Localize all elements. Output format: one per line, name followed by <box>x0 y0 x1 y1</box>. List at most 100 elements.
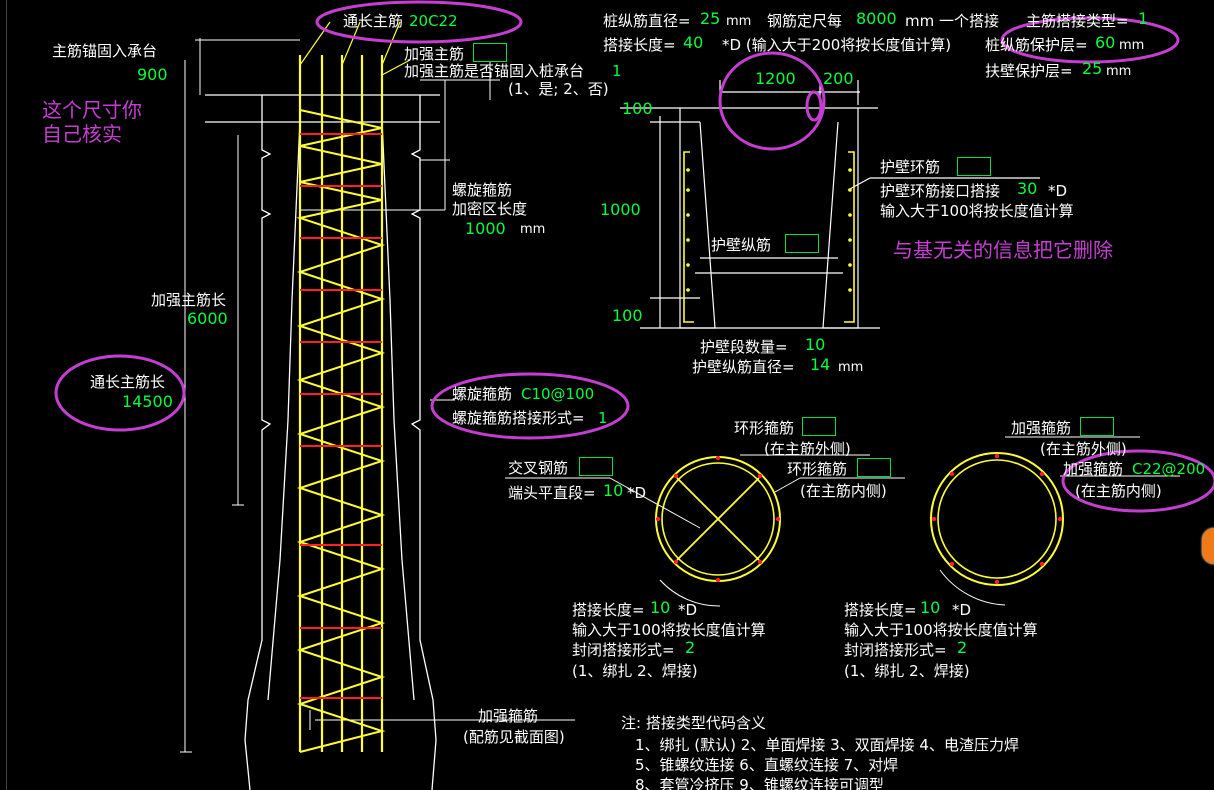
section1-ring-bar-inner-input[interactable] <box>857 458 891 477</box>
wall-long-bar-input[interactable] <box>785 234 819 253</box>
wall-ring-bar-input[interactable] <box>957 157 991 176</box>
lap-type-notes-line-3: 8、套管冷挤压 9、锥螺纹连接可调型 <box>635 776 884 790</box>
section1-lap-note: 输入大于100将按长度值计算 <box>572 621 766 639</box>
section2-lap-unit: *D <box>952 601 972 619</box>
spiral-dense-value[interactable]: 1000 <box>465 219 506 238</box>
wall-long-bar-dia-label: 护壁纵筋直径= <box>692 358 795 376</box>
spiral-lap-form-value[interactable]: 1 <box>598 409 608 427</box>
wall-cover-unit: mm <box>1106 64 1132 79</box>
section2-lap-length-label: 搭接长度= <box>844 601 917 619</box>
cover-label: 桩纵筋保护层= <box>985 36 1088 54</box>
section1-closed-form-value[interactable]: 2 <box>685 638 696 657</box>
cover-value[interactable]: 60 <box>1095 33 1116 52</box>
spiral-stirrup <box>296 109 386 753</box>
spiral-dense-label-1: 螺旋箍筋 <box>452 181 513 199</box>
wall-dim-1000[interactable]: 1000 <box>600 200 641 219</box>
section1-end-straight-unit: *D <box>627 484 647 502</box>
lap-type-label: 主筋搭接类型= <box>1026 12 1129 30</box>
bar-length-prefix: 钢筋定尺每 <box>767 12 843 30</box>
spiral-lap-form-label: 螺旋箍筋搭接形式= <box>452 409 585 427</box>
section1-cross-bar-label: 交叉钢筋 <box>508 459 569 477</box>
spiral-stirrup-value[interactable]: C10@100 <box>521 385 595 403</box>
reinforce-stirrup-label: 加强箍筋 <box>478 707 539 725</box>
section2-reinforce-inner-value[interactable]: C22@200 <box>1132 460 1206 478</box>
full-main-bar-value[interactable]: 20C22 <box>409 12 458 30</box>
section1-ring-bar-label: 环形箍筋 <box>734 419 795 437</box>
lap-length-label: 搭接长度= <box>603 36 676 54</box>
wall-dim-100-bottom[interactable]: 100 <box>612 306 643 325</box>
reinforce-length-value[interactable]: 6000 <box>187 309 228 328</box>
full-length-label: 通长主筋长 <box>90 373 166 391</box>
wall-segment-count-value[interactable]: 10 <box>805 335 826 354</box>
section-2-bars <box>931 453 1063 585</box>
wall-segment-count-label: 护壁段数量= <box>700 338 788 356</box>
section2-closed-form-label: 封闭搭接形式= <box>844 641 947 659</box>
note-check-dimension-2: 自己核实 <box>42 122 122 146</box>
section-1-bars <box>655 455 781 583</box>
wall-long-bar-label: 护壁纵筋 <box>711 236 772 254</box>
section1-lap-unit: *D <box>678 601 698 619</box>
wall-ring-lap-note: 输入大于100将按长度值计算 <box>880 202 1074 220</box>
bar-length-value[interactable]: 8000 <box>856 9 897 28</box>
section-2 <box>930 436 1180 606</box>
section1-end-straight-label: 端头平直段= <box>508 484 596 502</box>
full-length-value[interactable]: 14500 <box>122 392 173 411</box>
lap-type-notes-line-1: 1、绑扎 (默认) 2、单面焊接 3、双面焊接 4、电渣压力焊 <box>635 736 1019 754</box>
section1-ring-inside: (在主筋内侧) <box>800 482 887 500</box>
reinforce-stirrups <box>300 133 382 699</box>
lap-length-note: *D (输入大于200将按长度值计算) <box>722 36 952 54</box>
wall-dim-100-top[interactable]: 100 <box>622 99 653 118</box>
reinforce-anchor-value[interactable]: 1 <box>612 62 622 80</box>
lap-type-value[interactable]: 1 <box>1138 9 1149 28</box>
section2-inside: (在主筋内侧) <box>1075 482 1162 500</box>
spiral-dense-unit: mm <box>520 222 546 237</box>
section2-closed-form-value[interactable]: 2 <box>957 638 968 657</box>
spiral-dense-label-2: 加密区长度 <box>452 200 528 218</box>
reinforce-anchor-options: (1、是; 2、否) <box>508 80 609 98</box>
lap-type-notes-line-2: 5、锥螺纹连接 6、直螺纹连接 7、对焊 <box>635 756 899 774</box>
reinforce-stirrup-note: (配筋见截面图) <box>463 728 565 746</box>
side-panel-toggle-button[interactable] <box>1202 528 1214 564</box>
full-main-bar-label: 通长主筋 <box>343 12 404 30</box>
cover-unit: mm <box>1119 38 1145 53</box>
wall-section <box>620 80 1040 329</box>
section2-outside: (在主筋外侧) <box>1040 440 1127 458</box>
section2-reinforce-stirrup-input[interactable] <box>1080 417 1114 436</box>
wall-long-bar-dia-unit: mm <box>838 360 864 375</box>
lap-length-value[interactable]: 40 <box>683 33 704 52</box>
wall-cover-value[interactable]: 25 <box>1082 59 1103 78</box>
wall-long-bar-dia-value[interactable]: 14 <box>810 355 831 374</box>
pile-bar-diameter-label: 桩纵筋直径= <box>603 12 691 30</box>
wall-dim-200[interactable]: 200 <box>823 69 854 88</box>
main-bar-anchor-label: 主筋锚固入承台 <box>52 42 158 60</box>
wall-ring-lap-value[interactable]: 30 <box>1017 179 1038 198</box>
spiral-stirrup-label: 螺旋箍筋 <box>452 385 513 403</box>
wall-bars <box>683 151 855 323</box>
main-bars <box>298 55 384 752</box>
pile-bar-diameter-value[interactable]: 25 <box>700 9 721 28</box>
dimension-lines <box>180 38 575 753</box>
reinforce-main-bar-input[interactable] <box>473 43 507 62</box>
section2-reinforce-stirrup-label: 加强箍筋 <box>1011 419 1072 437</box>
section1-cross-bar-input[interactable] <box>579 457 613 476</box>
main-bar-anchor-value[interactable]: 900 <box>137 65 168 84</box>
wall-cover-label: 扶壁保护层= <box>985 62 1073 80</box>
annotation-ellipses <box>54 0 1214 513</box>
section1-lap-length-value[interactable]: 10 <box>650 598 671 617</box>
section2-closed-options: (1、绑扎 2、焊接) <box>844 662 970 680</box>
wall-ring-lap-label: 护壁环筋接口搭接 <box>880 182 1001 200</box>
section2-reinforce-inner-label: 加强箍筋 <box>1063 460 1124 478</box>
note-check-dimension-1: 这个尺寸你 <box>42 98 142 122</box>
section1-ring-bar-input[interactable] <box>802 417 836 436</box>
delete-irrelevant-note: 与基无关的信息把它删除 <box>893 238 1113 262</box>
wall-dim-1200[interactable]: 1200 <box>755 69 796 88</box>
section1-ring-outside: (在主筋外侧) <box>764 440 851 458</box>
section2-lap-length-value[interactable]: 10 <box>920 598 941 617</box>
section1-closed-form-label: 封闭搭接形式= <box>572 641 675 659</box>
reinforce-length-label: 加强主筋长 <box>151 291 227 309</box>
pile-bar-diameter-unit: mm <box>726 14 752 29</box>
section1-lap-length-label: 搭接长度= <box>572 601 645 619</box>
section1-end-straight-value[interactable]: 10 <box>603 481 624 500</box>
lap-type-notes-title: 注: 搭接类型代码含义 <box>621 714 766 732</box>
